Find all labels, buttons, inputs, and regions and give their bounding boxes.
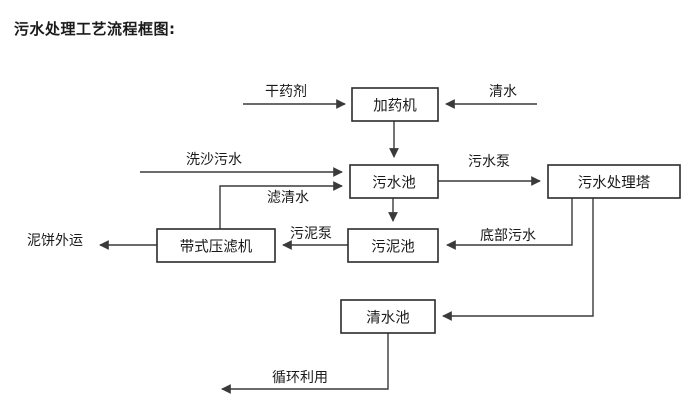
node-label-treatment-tower: 污水处理塔	[577, 175, 651, 192]
edge-tower-to-clear-pool	[442, 198, 594, 321]
edge-label-recycle-use: 循环利用	[272, 370, 328, 386]
edge-label-filtrate: 滤清水	[267, 190, 309, 206]
edge-tower-to-sludge-pool	[446, 198, 573, 250]
node-box-dosing-machine[interactable]	[351, 87, 439, 122]
node-label-belt-filter: 带式压滤机	[179, 239, 253, 256]
node-box-belt-filter[interactable]	[156, 228, 276, 263]
node-box-sludge-pool[interactable]	[347, 228, 439, 263]
edge-label-sludge-pump: 污泥泵	[290, 226, 332, 242]
edge-label-mud-cake-out: 泥饼外运	[27, 233, 83, 249]
edge-filtrate-to-sewage-pool	[219, 181, 343, 229]
edge-label-dry-chemical: 干药剂	[265, 84, 307, 100]
page-title: 污水处理工艺流程框图:	[14, 20, 176, 38]
node-box-clear-pool[interactable]	[340, 299, 436, 334]
node-box-treatment-tower[interactable]	[547, 164, 681, 199]
node-box-sewage-pool[interactable]	[349, 164, 439, 199]
edge-label-sewage-pump: 污水泵	[468, 154, 510, 170]
node-label-sludge-pool: 污泥池	[371, 239, 415, 256]
node-label-dosing-machine: 加药机	[373, 98, 417, 115]
edge-label-bottom-sewage: 底部污水	[480, 228, 536, 244]
node-label-clear-pool: 清水池	[366, 310, 410, 327]
edge-label-clean-water: 清水	[489, 84, 517, 100]
edge-label-sand-wash-water: 洗沙污水	[186, 152, 242, 168]
node-label-sewage-pool: 污水池	[372, 175, 416, 192]
edge-clear-pool-to-recycle	[221, 333, 389, 394]
